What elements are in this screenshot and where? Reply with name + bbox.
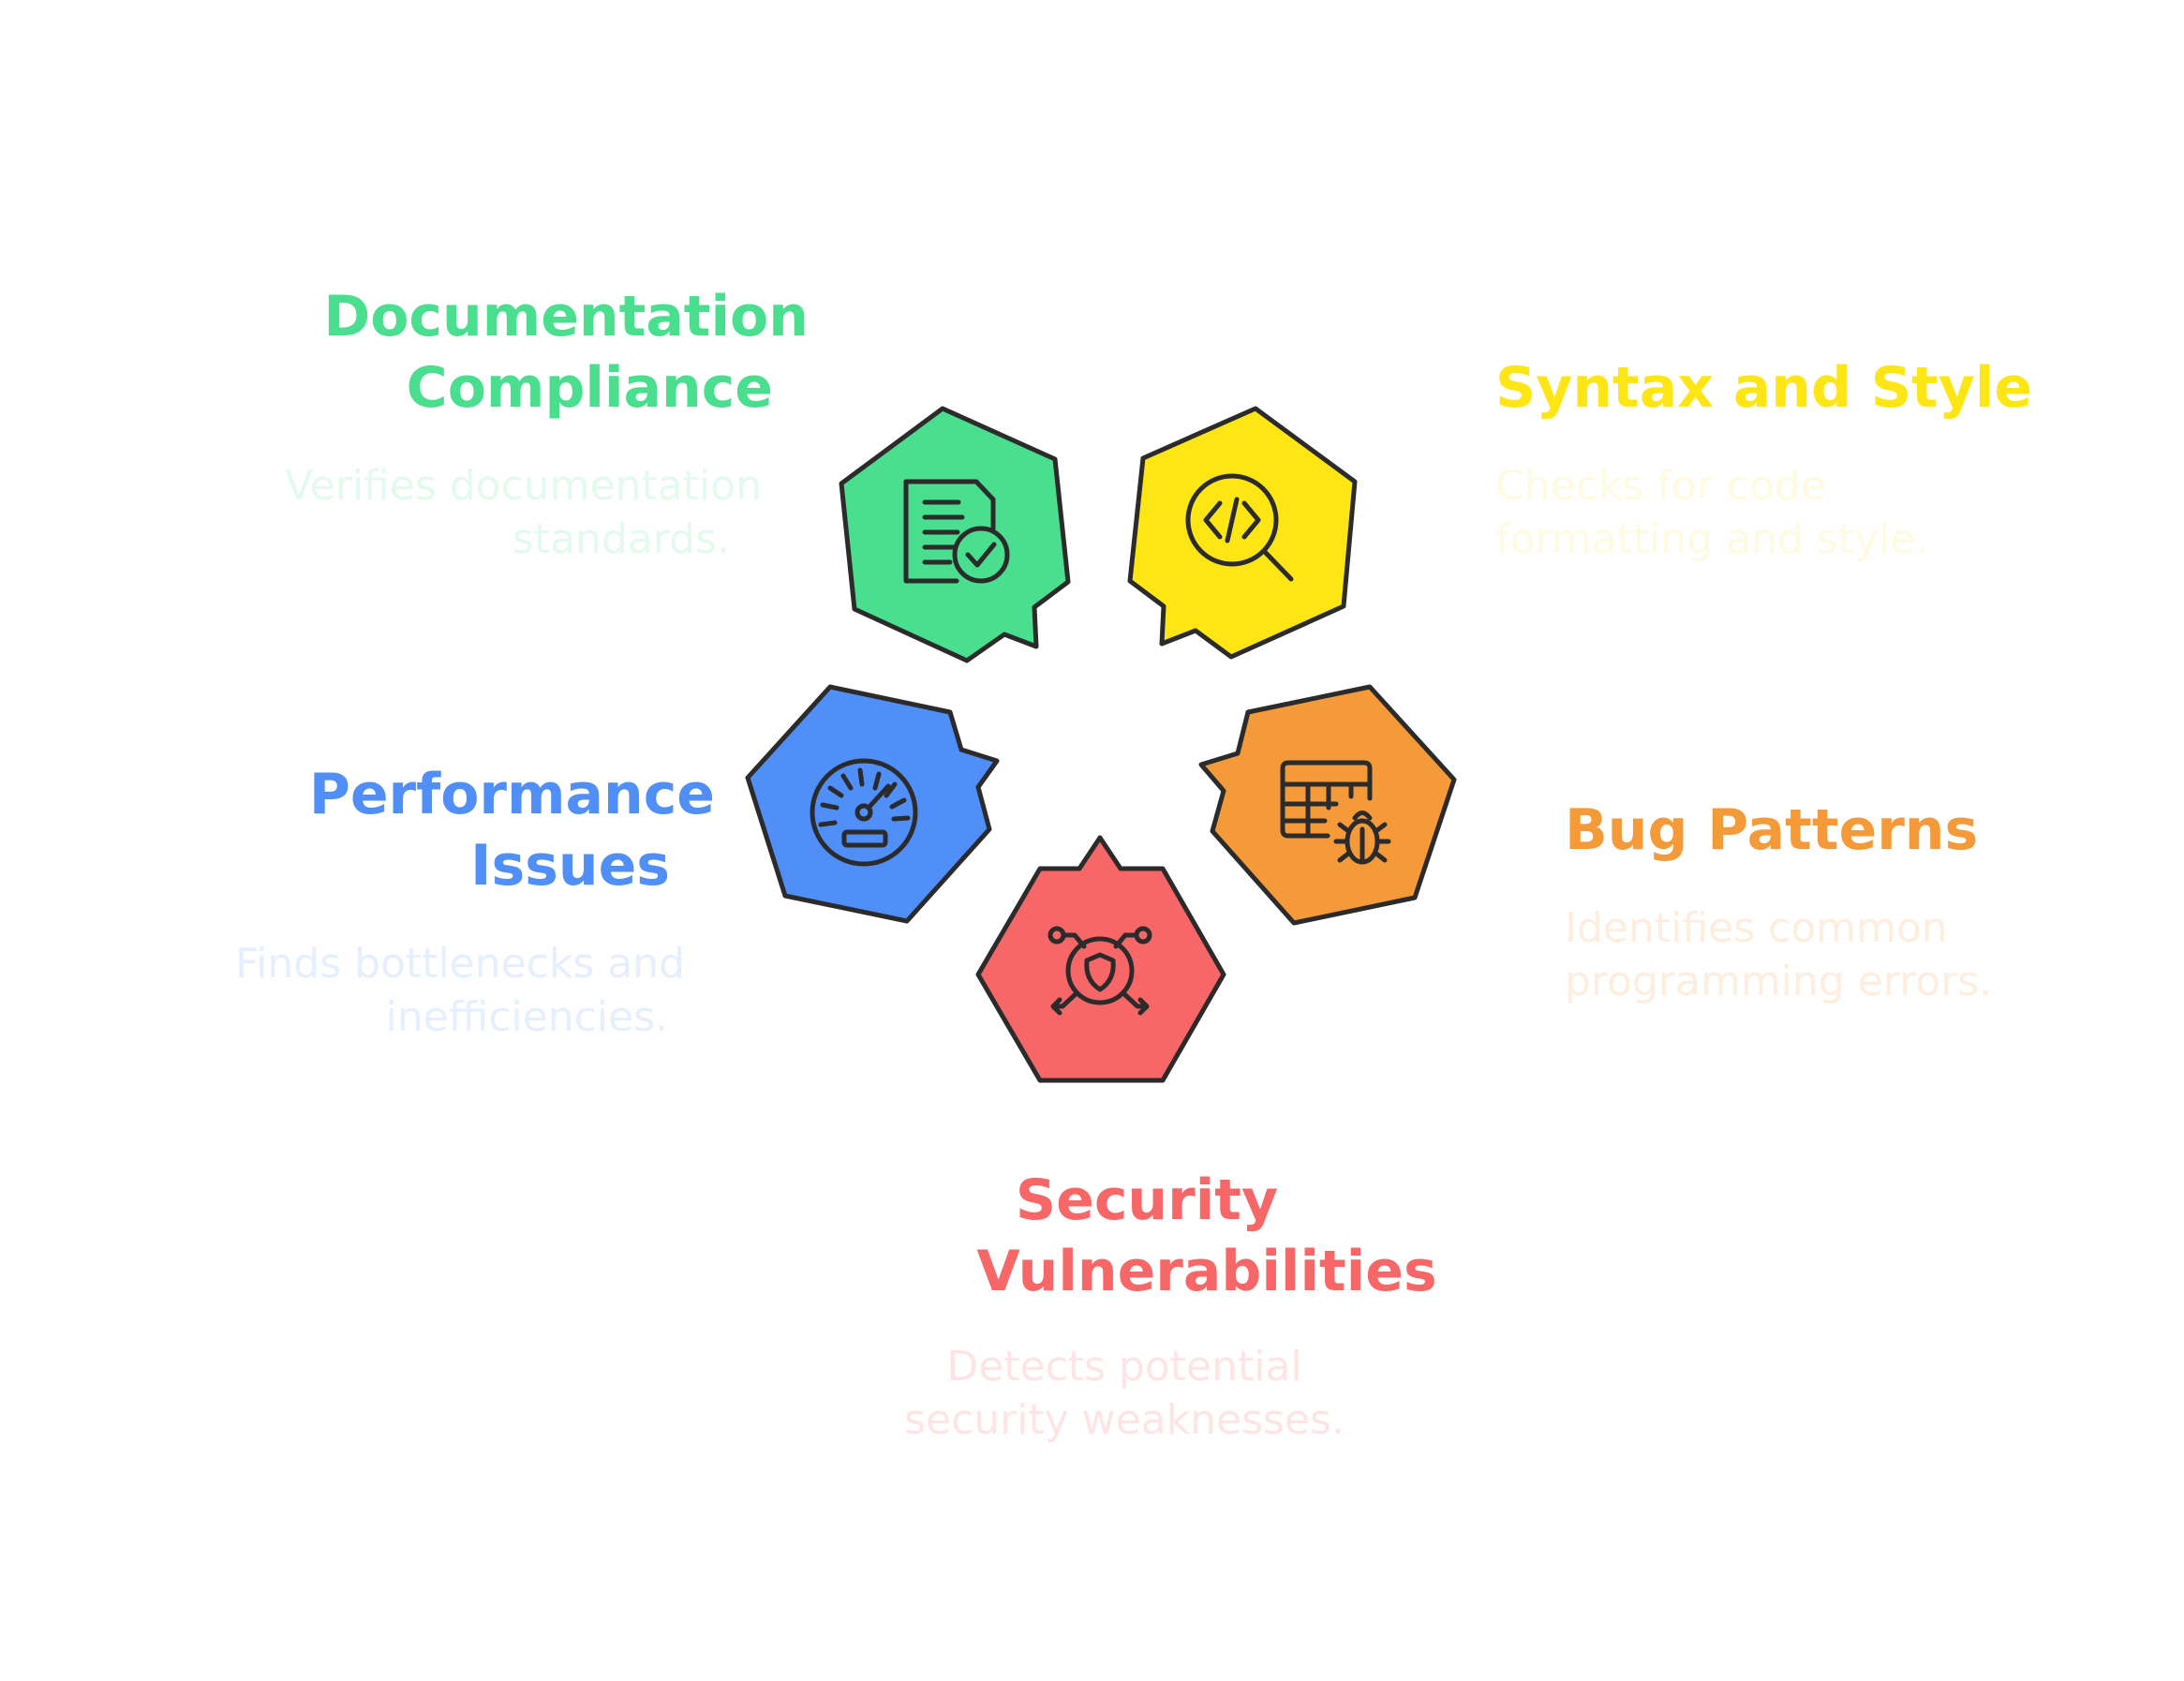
documentation-desc-line: Verifies documentation (284, 462, 762, 510)
security-desc-line: security weaknesses. (904, 1396, 1345, 1444)
performance-hexagon (745, 684, 1000, 924)
syntax-title: Syntax and Style (1495, 352, 2032, 424)
security-desc-line: Detects potential (946, 1343, 1302, 1391)
security-title: Security Vulnerabilities (881, 1165, 1443, 1307)
security-title-line: Vulnerabilities (976, 1239, 1437, 1304)
performance-title-line: Performance (308, 762, 715, 827)
performance-desc-line: Finds bottlenecks and (234, 940, 685, 988)
security-title-line: Security (1015, 1168, 1279, 1233)
speedometer-icon (810, 758, 918, 867)
bug-hexagon (1198, 684, 1457, 926)
security-hexagon (975, 835, 1226, 1083)
syntax-hexagon (1127, 406, 1358, 660)
performance-title-line: Issues (470, 833, 670, 899)
syntax-desc-line: Checks for code (1495, 462, 1826, 510)
documentation-title-line: Documentation (323, 284, 809, 350)
performance-description: Finds bottlenecks and inefficiencies. (235, 937, 685, 1044)
syntax-desc-line: formatting and style. (1495, 515, 1929, 563)
bug-title: Bug Patterns (1565, 795, 1978, 866)
documentation-title-line: Compliance (406, 355, 773, 421)
security-description: Detects potential security weaknesses. (843, 1340, 1405, 1447)
shield-network-icon (1047, 926, 1152, 1016)
syntax-description: Checks for code formatting and style. (1495, 459, 1928, 566)
bug-description: Identifies common programming errors. (1565, 901, 1992, 1008)
documentation-desc-line: standards. (512, 515, 730, 563)
document-check-icon (903, 479, 1010, 584)
bug-table-icon (1280, 760, 1391, 865)
documentation-description: Verifies documentation standards. (285, 459, 762, 566)
bug-desc-line: Identifies common (1565, 904, 1948, 952)
syntax-title-line: Syntax and Style (1495, 355, 2033, 421)
bug-desc-line: programming errors. (1565, 958, 1993, 1005)
performance-title: Performance Issues (309, 759, 715, 901)
bug-title-line: Bug Patterns (1565, 797, 1979, 863)
documentation-hexagon (839, 406, 1071, 663)
performance-desc-line: inefficiencies. (385, 993, 669, 1041)
code-search-icon (1185, 473, 1294, 582)
documentation-title: Documentation Compliance (323, 281, 809, 424)
